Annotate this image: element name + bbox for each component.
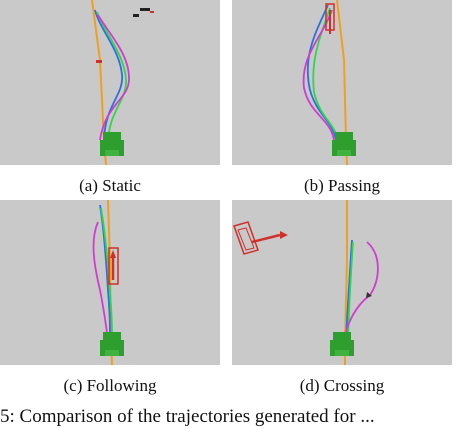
trajectory-magenta — [97, 14, 130, 141]
caption-b: (b) Passing — [303, 176, 381, 195]
panel-crossing — [232, 200, 452, 365]
trajectory-marker — [366, 292, 372, 298]
ego-vehicle — [330, 332, 354, 356]
panel-passing-scene — [302, 0, 356, 165]
panel-static-scene — [91, 0, 154, 165]
caption-d: (d) Crossing — [299, 376, 385, 395]
trajectory-magenta — [302, 9, 335, 141]
panel-following-scene — [92, 200, 124, 365]
panel-static — [0, 0, 220, 165]
trajectory-green — [347, 241, 354, 341]
trajectory-green — [100, 207, 113, 341]
caption-c: (c) Following — [63, 376, 157, 395]
trajectory-green — [96, 11, 127, 141]
ego-vehicle — [100, 332, 124, 356]
panel-following — [0, 200, 220, 365]
ego-vehicle — [332, 132, 356, 156]
obstacle-vehicle — [233, 221, 288, 255]
obstacle-vehicle — [108, 247, 119, 285]
caption-a: (a) Static — [79, 176, 141, 195]
figure-caption-fragment: 5: Comparison of the trajectories genera… — [0, 406, 375, 427]
panel-crossing-scene — [233, 200, 379, 365]
trajectory-magenta — [92, 221, 109, 341]
trajectory-blue — [306, 4, 337, 141]
obstacle-markers — [96, 8, 154, 63]
panel-passing — [232, 0, 452, 165]
obstacle-vehicle — [325, 3, 335, 34]
ego-vehicle — [100, 132, 124, 156]
